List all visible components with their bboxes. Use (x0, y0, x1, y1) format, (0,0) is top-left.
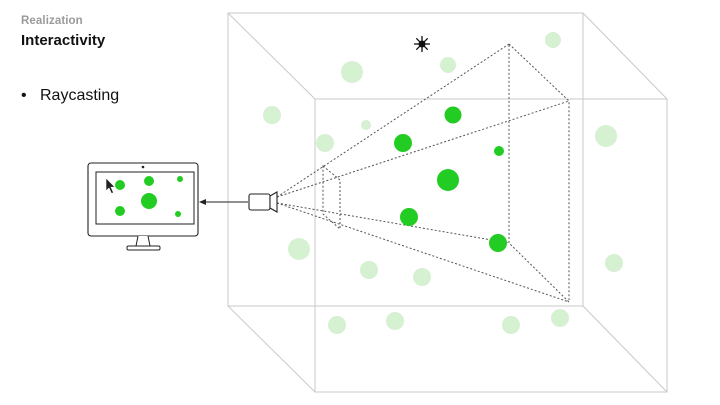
sphere (400, 208, 418, 226)
sphere (177, 176, 183, 182)
sphere (115, 180, 125, 190)
far-plane (508, 42, 570, 304)
sphere (545, 32, 561, 48)
sphere (413, 268, 431, 286)
sphere (115, 206, 125, 216)
sphere (141, 193, 157, 209)
sphere (502, 316, 520, 334)
sphere (360, 261, 378, 279)
screen-spheres (115, 176, 183, 217)
background-spheres (263, 32, 623, 334)
visible-spheres (394, 106, 507, 252)
sphere (175, 211, 181, 217)
slide-title: Interactivity (21, 32, 106, 49)
sphere (440, 57, 456, 73)
sphere (316, 134, 334, 152)
sphere (394, 134, 412, 152)
sphere (361, 120, 371, 130)
sphere (494, 146, 504, 156)
box-front-face (314, 98, 668, 393)
sun-icon (414, 36, 430, 52)
camera-frustum (276, 42, 570, 304)
sphere (605, 254, 623, 272)
sphere (288, 238, 310, 260)
box-back-face (227, 12, 584, 307)
near-plane (322, 164, 341, 231)
bullet-text: Raycasting (40, 87, 120, 104)
sphere (263, 106, 281, 124)
sphere (328, 316, 346, 334)
section-kicker: Realization (21, 15, 83, 27)
sphere (341, 61, 363, 83)
sphere (489, 234, 507, 252)
sphere (144, 176, 154, 186)
sphere (595, 125, 617, 147)
sphere (437, 169, 459, 191)
scene-box (227, 12, 668, 393)
bullet-item: • Raycasting (21, 87, 119, 105)
bullet-marker: • (21, 87, 27, 104)
sphere (386, 312, 404, 330)
monitor-icon (87, 162, 199, 251)
sphere (551, 309, 569, 327)
mouse-cursor-icon (105, 177, 116, 194)
sphere (444, 106, 462, 124)
arrow-icon (199, 199, 248, 205)
camera-icon (248, 191, 278, 213)
